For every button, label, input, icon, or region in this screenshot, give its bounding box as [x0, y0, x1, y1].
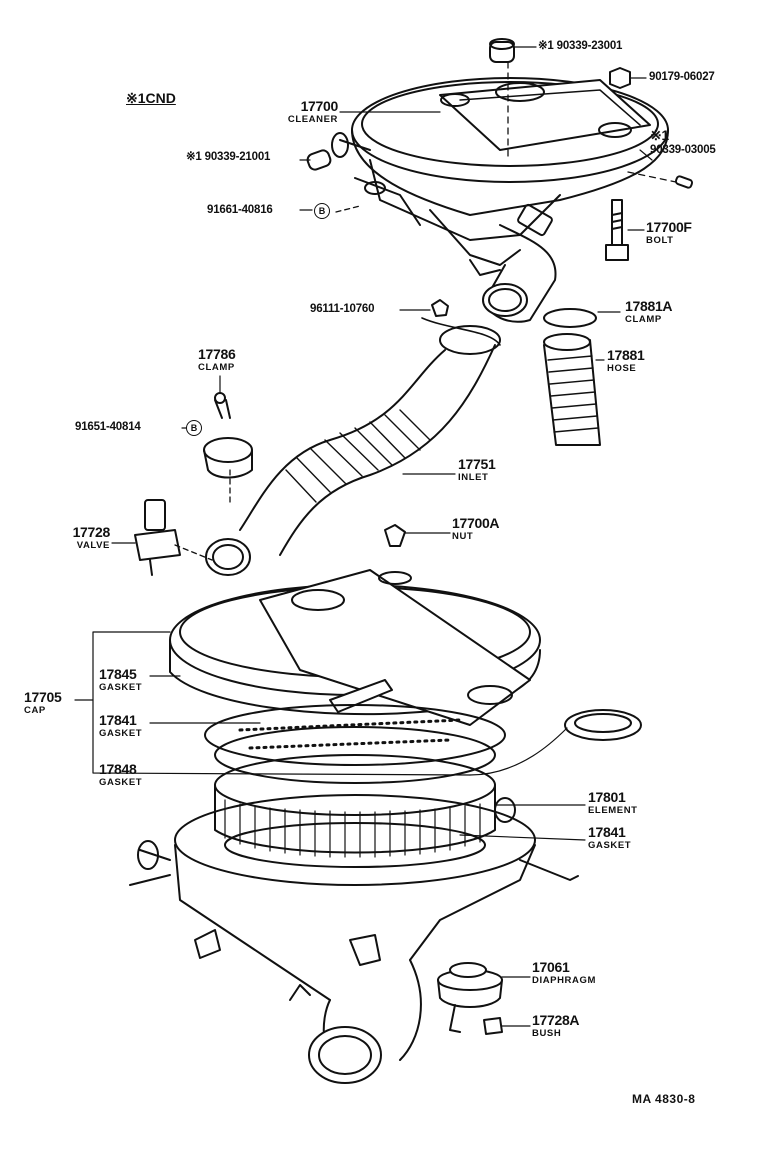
hose-17881-drawing — [543, 308, 601, 446]
part-name: GASKET — [99, 682, 143, 693]
callout-17841-gasket-upper: 17841 GASKET — [99, 713, 142, 739]
note-label: ※1CND — [126, 90, 176, 106]
callout-91651-40814: 91651-40814 — [75, 421, 141, 433]
callout-17061-diaphragm: 17061 DIAPHRAGM — [532, 960, 596, 986]
part-name: INLET — [458, 472, 489, 483]
part-number: 17786 — [198, 346, 236, 362]
part-name: HOSE — [607, 363, 637, 374]
part-number: 17881A — [625, 298, 673, 314]
callout-90339-03005: ※1 90339-03005 — [650, 128, 716, 157]
part-name: CLAMP — [198, 362, 235, 373]
part-name: BUSH — [532, 1028, 562, 1039]
part-number: 17700A — [452, 515, 500, 531]
callout-17700-cleaner: 17700 CLEANER — [266, 99, 338, 125]
part-name: CLEANER — [287, 114, 338, 125]
part-name: GASKET — [99, 728, 143, 739]
part-number: 17801 — [588, 789, 626, 805]
element-17801-drawing — [214, 754, 496, 868]
part-name: GASKET — [588, 840, 632, 851]
cleaner-base-drawing — [129, 794, 579, 1084]
part-number: 17061 — [532, 959, 570, 975]
callout-91661-40816: 91661-40816 — [207, 204, 273, 216]
part-name: GASKET — [99, 777, 143, 788]
part-number: 17841 — [99, 712, 137, 728]
part-number: 90339-03005 — [650, 144, 716, 156]
part-name: DIAPHRAGM — [532, 975, 596, 986]
callout-17881a-clamp: 17881A CLAMP — [625, 298, 673, 325]
part-number: 17700F — [646, 219, 692, 235]
inlet-17751-drawing — [205, 299, 501, 576]
marker-b-icon: B — [314, 203, 330, 219]
callout-17700f-bolt: 17700F BOLT — [646, 220, 692, 246]
part-name: CAP — [24, 705, 46, 716]
callout-17728-valve: 17728 VALVE — [50, 524, 111, 551]
footnote-mark: ※1 — [650, 127, 669, 143]
callout-17705-cap: 17705 CAP — [24, 689, 62, 716]
part-number: 17848 — [99, 761, 137, 777]
callout-17841-gasket-lower: 17841 GASKET — [588, 825, 631, 851]
part-number: 17751 — [458, 456, 496, 472]
part-number: 17845 — [99, 666, 137, 682]
callout-17881-hose: 17881 HOSE — [607, 347, 645, 374]
drawing-id-footer: MA 4830-8 — [632, 1092, 696, 1106]
clamp-valve-drawing — [134, 392, 406, 576]
part-number: 17728 — [72, 524, 111, 540]
part-name: BOLT — [646, 235, 674, 246]
part-number: 17881 — [607, 347, 645, 363]
part-number: 17841 — [588, 824, 626, 840]
part-name: CLAMP — [625, 314, 662, 325]
callout-17700a-nut: 17700A NUT — [452, 515, 500, 542]
leader-lines — [74, 46, 653, 1027]
callout-17751-inlet: 17751 INLET — [458, 456, 496, 483]
callout-17845-gasket: 17845 GASKET — [99, 667, 142, 693]
part-name: VALVE — [76, 540, 110, 551]
marker-b-icon: B — [186, 420, 202, 436]
callout-90339-23001: ※1 90339-23001 — [538, 40, 623, 52]
part-name: NUT — [452, 531, 474, 542]
callout-90179-06027: 90179-06027 — [649, 71, 715, 83]
cap-17705-drawing — [169, 569, 642, 784]
air-cleaner-top-drawing — [331, 61, 677, 323]
part-number: 17705 — [24, 689, 62, 705]
callout-90339-21001: ※1 90339-21001 — [186, 151, 271, 163]
callout-17848-gasket: 17848 GASKET — [99, 762, 142, 788]
callout-17801-element: 17801 ELEMENT — [588, 790, 638, 816]
part-name: ELEMENT — [588, 805, 638, 816]
small-hardware-top — [306, 38, 694, 261]
callout-17728a-bush: 17728A BUSH — [532, 1012, 580, 1039]
part-number: 17728A — [532, 1012, 580, 1028]
callout-96111-10760: 96111-10760 — [310, 303, 375, 315]
diaphragm-bush-drawing — [437, 962, 503, 1035]
callout-17786-clamp: 17786 CLAMP — [198, 346, 236, 373]
part-number: 17700 — [300, 98, 339, 114]
